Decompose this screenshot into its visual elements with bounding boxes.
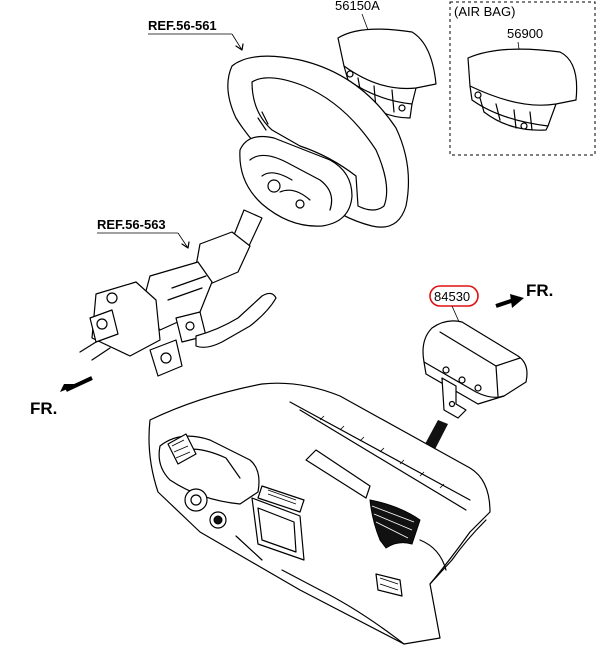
ref-label-column[interactable]: REF.56-563 xyxy=(97,217,166,232)
airbag-module-56900 xyxy=(467,48,578,131)
dashboard-crash-pad xyxy=(148,382,491,645)
air-bag-group-box: (AIR BAG) 56900 xyxy=(449,1,596,156)
front-direction-left: FR. xyxy=(30,376,93,418)
front-direction-right: FR. xyxy=(495,281,553,308)
part-label-56900[interactable]: 56900 xyxy=(507,26,543,41)
steering-column: REF.56-563 xyxy=(79,209,277,377)
ref-label-wheel[interactable]: REF.56-561 xyxy=(148,18,217,33)
steering-wheel: REF.56-561 xyxy=(148,18,410,228)
highlight-circle xyxy=(429,285,479,307)
part-label-56150A[interactable]: 56150A xyxy=(335,0,380,13)
front-label-right: FR. xyxy=(526,281,553,300)
front-label-left: FR. xyxy=(30,399,57,418)
part-label-84530[interactable]: 84530 xyxy=(434,289,470,304)
air-bag-group-label: (AIR BAG) xyxy=(454,4,515,19)
